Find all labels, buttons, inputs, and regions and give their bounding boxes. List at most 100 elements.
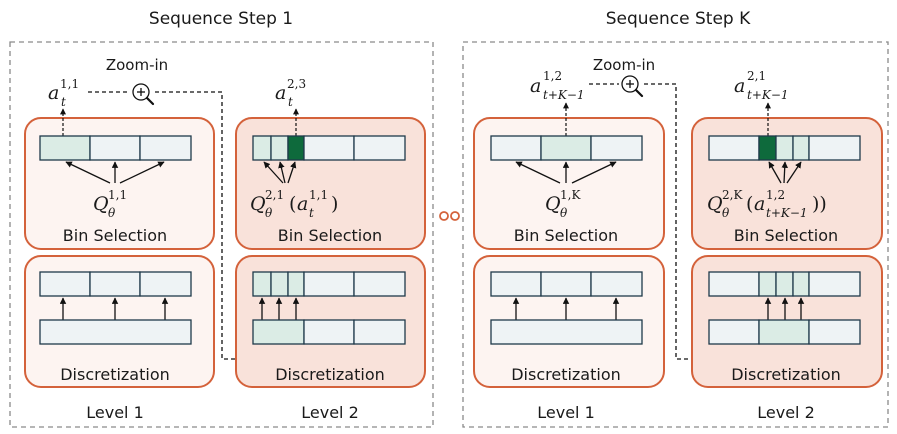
bin-cell bbox=[89, 135, 141, 161]
svg-text:Q: Q bbox=[707, 193, 723, 215]
bin-cell bbox=[590, 271, 643, 297]
svg-text:a: a bbox=[734, 75, 745, 97]
zoom-in-label: Zoom-in bbox=[593, 56, 655, 74]
bin-selection-label: Bin Selection bbox=[63, 226, 167, 245]
bin-cell bbox=[353, 135, 406, 161]
bin-cell bbox=[39, 271, 91, 297]
svg-text:2,1: 2,1 bbox=[747, 69, 766, 83]
level1-bin-selection-box: Q θ 1,1 Bin Selection bbox=[24, 108, 215, 250]
svg-text:t+K−1: t+K−1 bbox=[543, 88, 585, 102]
sub-bin-cell bbox=[792, 135, 810, 161]
svg-text:2,K: 2,K bbox=[722, 188, 743, 202]
sub-bin-cell bbox=[270, 135, 289, 161]
level2-caption: Level 2 bbox=[757, 403, 815, 422]
zoom-in-label: Zoom-in bbox=[106, 56, 168, 74]
discretization-label: Discretization bbox=[731, 365, 841, 384]
svg-text:θ: θ bbox=[108, 206, 116, 220]
svg-text:θ: θ bbox=[560, 206, 568, 220]
svg-text:Q: Q bbox=[545, 193, 561, 215]
bin-cell-selected-light bbox=[540, 135, 592, 161]
bin-cell bbox=[139, 271, 192, 297]
level2-bin-selection-box: Q θ 2,K ( a t+K−1 1,2 )) Bin Selection bbox=[691, 102, 883, 250]
svg-text:1,1: 1,1 bbox=[60, 77, 79, 91]
selected-range bbox=[758, 319, 810, 345]
svg-text:1,K: 1,K bbox=[560, 188, 581, 202]
continuous-range bbox=[490, 319, 643, 345]
svg-text:Q: Q bbox=[250, 193, 266, 215]
level2-caption: Level 2 bbox=[301, 403, 359, 422]
sub-bin-cell bbox=[270, 271, 289, 297]
bin-cell bbox=[353, 319, 406, 345]
bin-selection-label: Bin Selection bbox=[734, 226, 838, 245]
level2-output-symbol: a t 2,3 bbox=[275, 77, 306, 109]
svg-text:1,1: 1,1 bbox=[108, 188, 127, 202]
level2-q-function: Q θ 2,1 ( a t 1,1 ) bbox=[250, 188, 338, 220]
discretization-label: Discretization bbox=[60, 365, 170, 384]
bin-cell bbox=[808, 319, 861, 345]
sub-bin-cell-selected bbox=[287, 135, 305, 161]
bin-cell bbox=[303, 319, 355, 345]
bin-selection-label: Bin Selection bbox=[278, 226, 382, 245]
svg-text:a: a bbox=[48, 82, 59, 104]
svg-text:1,2: 1,2 bbox=[766, 188, 785, 202]
bin-cell-selected-light bbox=[39, 135, 91, 161]
svg-text:a: a bbox=[275, 82, 286, 104]
level1-caption: Level 1 bbox=[537, 403, 595, 422]
level1-output-symbol: a t+K−1 1,2 bbox=[530, 69, 585, 102]
level1-q-function: Q θ 1,1 bbox=[93, 188, 127, 220]
zoom-in-magnifier-icon bbox=[621, 75, 644, 98]
level1-output-symbol: a t 1,1 bbox=[48, 77, 79, 109]
svg-text:t: t bbox=[61, 95, 66, 109]
bin-cell bbox=[490, 135, 542, 161]
panel-title: Sequence Step K bbox=[606, 9, 751, 29]
svg-text:(: ( bbox=[746, 193, 753, 215]
svg-text:θ: θ bbox=[265, 206, 273, 220]
svg-text:2,3: 2,3 bbox=[287, 77, 306, 91]
sub-bin-cell bbox=[252, 135, 272, 161]
bin-cell bbox=[89, 271, 141, 297]
panel-title: Sequence Step 1 bbox=[149, 9, 293, 29]
svg-text:a: a bbox=[530, 75, 541, 97]
continuous-range bbox=[39, 319, 192, 345]
discretization-label: Discretization bbox=[275, 365, 385, 384]
bin-cell bbox=[139, 135, 192, 161]
bin-cell bbox=[490, 271, 542, 297]
level1-discretization-box: Discretization bbox=[24, 255, 215, 388]
sub-bin-cell bbox=[252, 271, 272, 297]
level1-bin-selection-box: Q θ 1,K Bin Selection bbox=[473, 102, 665, 250]
svg-text:2,1: 2,1 bbox=[265, 188, 284, 202]
svg-text:t+K−1: t+K−1 bbox=[747, 88, 789, 102]
bin-cell bbox=[353, 271, 406, 297]
level2-discretization-box: Discretization bbox=[235, 255, 426, 388]
ellipsis-dots-icon bbox=[439, 211, 460, 221]
level2-q-function: Q θ 2,K ( a t+K−1 1,2 )) bbox=[707, 188, 827, 220]
svg-text:a: a bbox=[754, 193, 765, 215]
sub-bin-cell bbox=[775, 271, 794, 297]
bin-cell bbox=[708, 271, 760, 297]
svg-text:θ: θ bbox=[722, 206, 730, 220]
svg-text:1,2: 1,2 bbox=[543, 69, 562, 83]
svg-text:Q: Q bbox=[93, 193, 109, 215]
discretization-label: Discretization bbox=[511, 365, 621, 384]
zoom-in-magnifier-icon bbox=[132, 83, 155, 106]
svg-text:t+K−1: t+K−1 bbox=[766, 206, 808, 220]
bin-cell bbox=[303, 135, 355, 161]
svg-text:t: t bbox=[309, 206, 314, 220]
bin-cell bbox=[540, 271, 592, 297]
level1-q-function: Q θ 1,K bbox=[545, 188, 581, 220]
svg-text:a: a bbox=[297, 193, 308, 215]
sub-bin-cell bbox=[792, 271, 810, 297]
bin-cell bbox=[808, 271, 861, 297]
sub-bin-cell bbox=[287, 271, 305, 297]
svg-text:)): )) bbox=[812, 193, 827, 215]
svg-text:): ) bbox=[331, 193, 338, 215]
panel-sequence-step-k: Sequence Step K Zoom-in a t+K−1 1,2 a t+… bbox=[462, 9, 889, 428]
level2-bin-selection-box: Q θ 2,1 ( a t 1,1 ) Bin Selection bbox=[235, 108, 426, 250]
sub-bin-cell bbox=[775, 135, 794, 161]
bin-cell bbox=[708, 135, 760, 161]
sub-bin-cell bbox=[758, 271, 777, 297]
sub-bin-cell-selected bbox=[758, 135, 777, 161]
level1-caption: Level 1 bbox=[86, 403, 144, 422]
selected-range bbox=[252, 319, 305, 345]
